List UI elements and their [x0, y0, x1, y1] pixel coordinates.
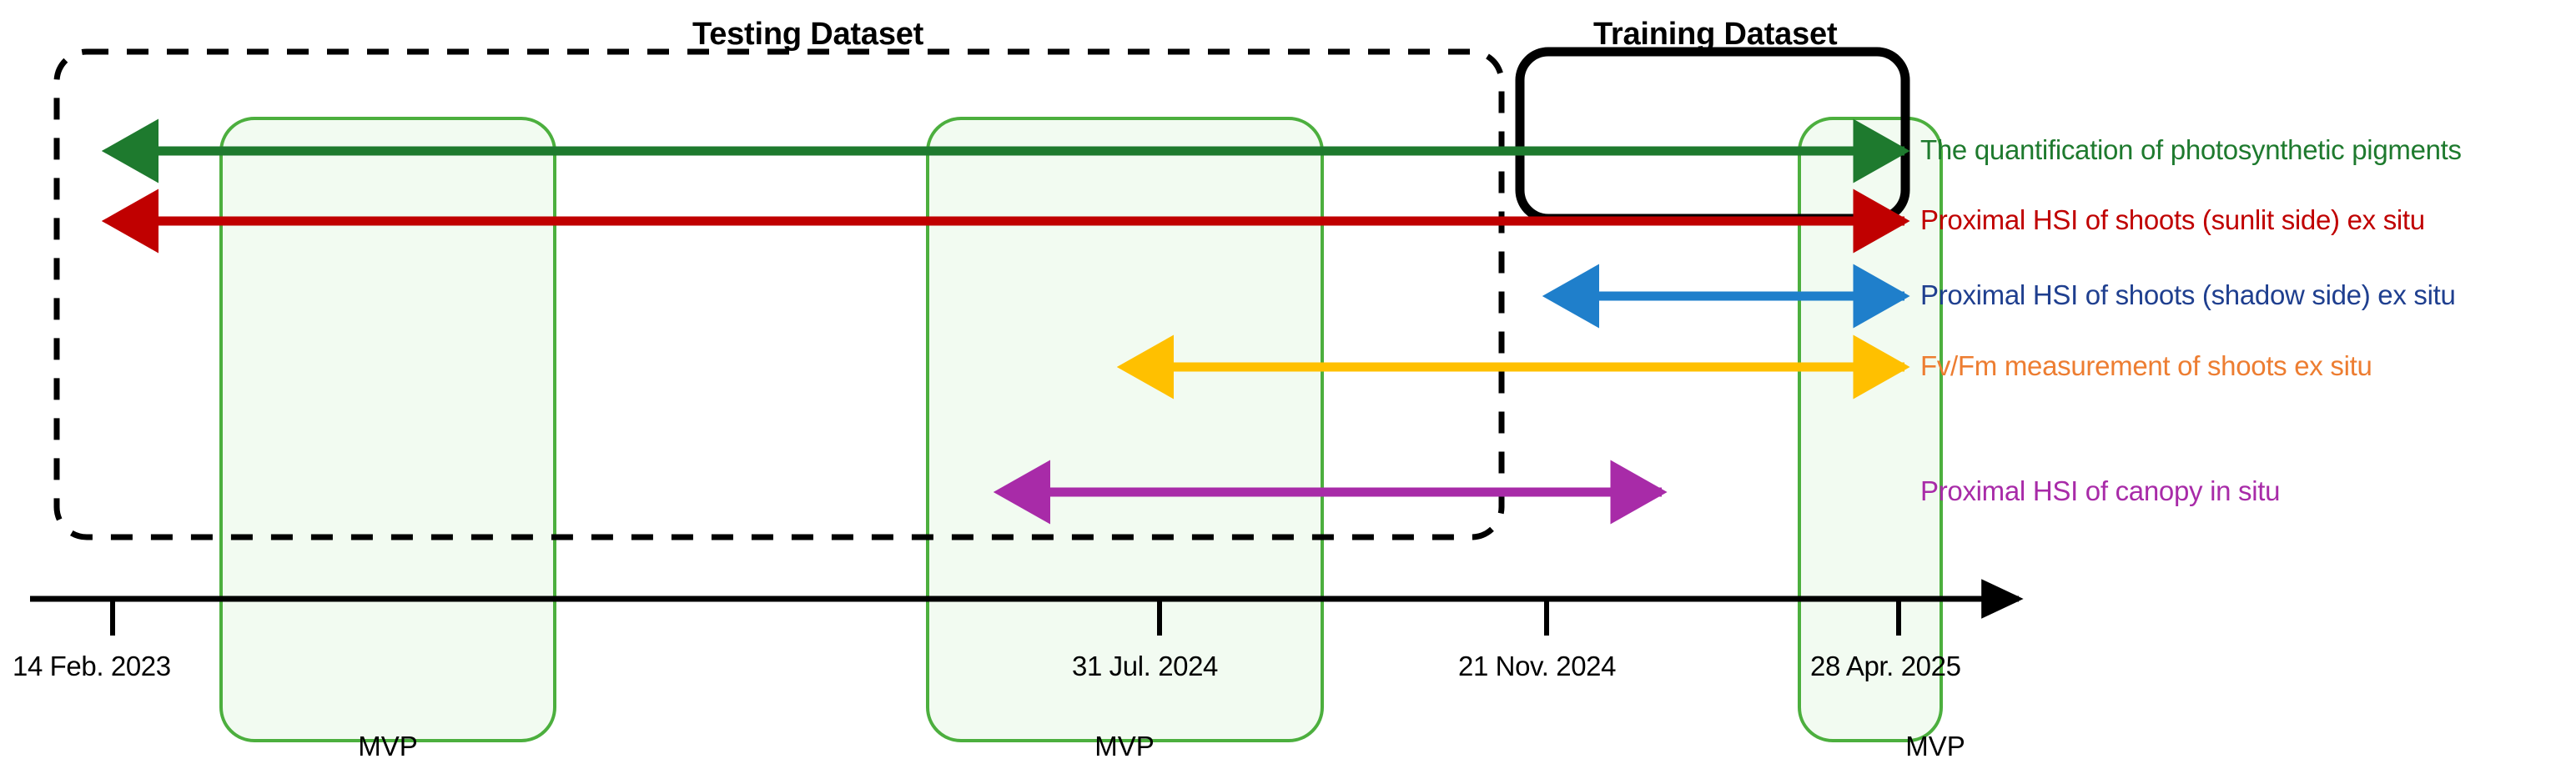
mvp-band	[926, 117, 1324, 742]
training-dataset-title: Training Dataset	[1593, 17, 1838, 52]
mvp-bands	[219, 117, 1943, 742]
mvp-band	[219, 117, 556, 742]
legend-label-pigments: The quantification of photosynthetic pig…	[1920, 134, 2462, 165]
axis-date-label-1: 14 Feb. 2023	[13, 651, 171, 681]
axis-date-label-3: 21 Nov. 2024	[1458, 651, 1617, 681]
time-axis	[30, 579, 2024, 636]
axis-date-label-2: 31 Jul. 2024	[1072, 651, 1219, 681]
testing-dataset-box	[53, 48, 1505, 540]
mvp-band-label-2: MVP	[1094, 731, 1155, 761]
legend-label-hsi-shoots-shadow: Proximal HSI of shoots (shadow side) ex …	[1920, 279, 2456, 310]
legend-label-fvfm: Fv/Fm measurement of shoots ex situ	[1920, 350, 2372, 381]
mvp-band-label-3: MVP	[1905, 731, 1965, 761]
legend-label-hsi-canopy: Proximal HSI of canopy in situ	[1920, 475, 2281, 506]
testing-dataset-title: Testing Dataset	[692, 17, 924, 52]
legend-label-hsi-shoots-sunlit: Proximal HSI of shoots (sunlit side) ex …	[1920, 204, 2425, 235]
activity-arrows	[101, 118, 1910, 525]
axis-date-label-4: 28 Apr. 2025	[1810, 651, 1961, 681]
mvp-band-label-1: MVP	[358, 731, 418, 761]
